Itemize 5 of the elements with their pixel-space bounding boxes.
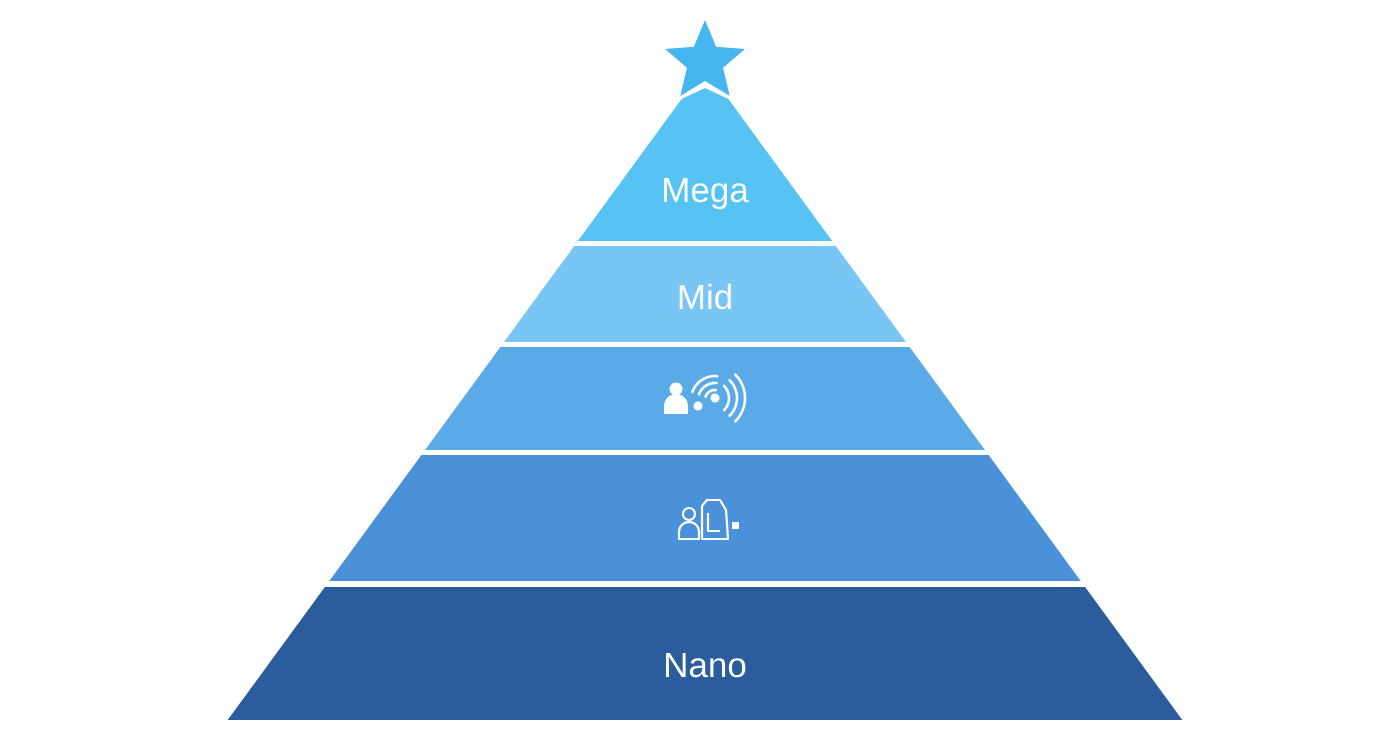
- pyramid-band: Mid: [504, 246, 907, 342]
- pyramid-band: Mega: [577, 88, 833, 241]
- pyramid-band: Nano: [227, 587, 1183, 720]
- pyramid-band: [329, 455, 1081, 581]
- pyramid-band: [425, 347, 985, 450]
